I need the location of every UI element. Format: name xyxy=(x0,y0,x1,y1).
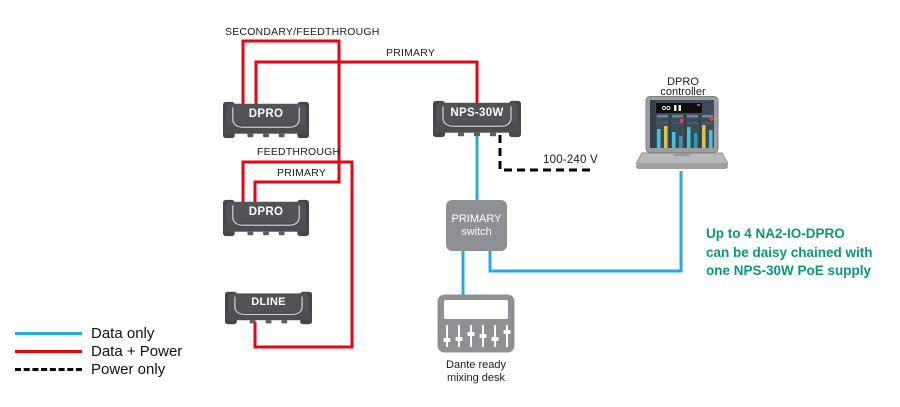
label-feedthrough: FEEDTHROUGH xyxy=(257,146,341,158)
device-dpro-controller xyxy=(636,96,728,174)
stagebox-chassis-icon xyxy=(224,291,313,325)
annotation-line3: one NPS-30W PoE supply xyxy=(706,263,872,278)
wire-mains-power xyxy=(498,135,592,172)
device-nps-30w: NPS-30W xyxy=(432,100,522,138)
laptop-icon xyxy=(636,96,728,169)
device-label: DPRO xyxy=(248,206,284,218)
annotation-line1: Up to 4 NA2-IO-DPRO xyxy=(706,226,845,241)
label-mains-voltage: 100-240 V xyxy=(543,154,598,166)
legend: Data only Data + Power Power only xyxy=(15,324,182,378)
label-primary-top: PRIMARY xyxy=(386,47,436,59)
stagebox-chassis-icon xyxy=(222,101,310,139)
controller-caption-line1: DPRO xyxy=(667,76,699,88)
legend-label: Data + Power xyxy=(91,342,183,360)
device-dpro-2: DPRO xyxy=(222,199,310,237)
wire-data-switch-to-controller xyxy=(488,171,683,273)
legend-label: Power only xyxy=(91,360,166,378)
annotation-line2: can be daisy chained with xyxy=(706,244,873,260)
switch-label-line2: switch xyxy=(461,225,492,238)
legend-item-data-only: Data only xyxy=(15,324,182,342)
annotation-daisy-chain-note: Up to 4 NA2-IO-DPRO can be daisy chained… xyxy=(706,225,873,281)
wire-feedthrough-dpro2-to-dline xyxy=(241,160,354,349)
data-only-line-icon xyxy=(15,331,82,335)
legend-label: Data only xyxy=(91,324,155,342)
label-secondary-feedthrough: SECONDARY/FEEDTHROUGH xyxy=(225,26,380,38)
mixing-desk-icon xyxy=(437,294,515,353)
device-dline: DLINE xyxy=(224,291,313,325)
mixing-desk-caption: Dante ready mixing desk xyxy=(426,359,526,384)
device-label: NPS-30W xyxy=(450,107,504,119)
mixing-desk-caption-line2: mixing desk xyxy=(446,371,506,384)
power-only-line-icon xyxy=(15,367,82,371)
switch-label-line1: PRIMARY xyxy=(451,212,502,225)
legend-item-data-power: Data + Power xyxy=(15,342,182,360)
device-label: DLINE xyxy=(251,296,286,308)
wire-primary-dpro1-to-nps xyxy=(254,60,479,104)
device-primary-switch: PRIMARY switch xyxy=(446,200,507,251)
controller-caption: DPRO controller xyxy=(633,76,733,98)
device-mixing-desk xyxy=(437,294,515,353)
device-dpro-1: DPRO xyxy=(222,101,310,139)
data-power-line-icon xyxy=(15,349,82,353)
controller-caption-line2: controller xyxy=(660,86,706,98)
legend-item-power-only: Power only xyxy=(15,360,182,378)
device-label: DPRO xyxy=(248,108,284,120)
wire-secondary-dpro1-to-dpro2 xyxy=(241,39,341,202)
mixing-desk-caption-line1: Dante ready xyxy=(446,359,506,371)
stagebox-chassis-icon xyxy=(433,100,521,138)
label-primary-mid: PRIMARY xyxy=(277,167,327,179)
stagebox-chassis-icon xyxy=(222,199,310,237)
